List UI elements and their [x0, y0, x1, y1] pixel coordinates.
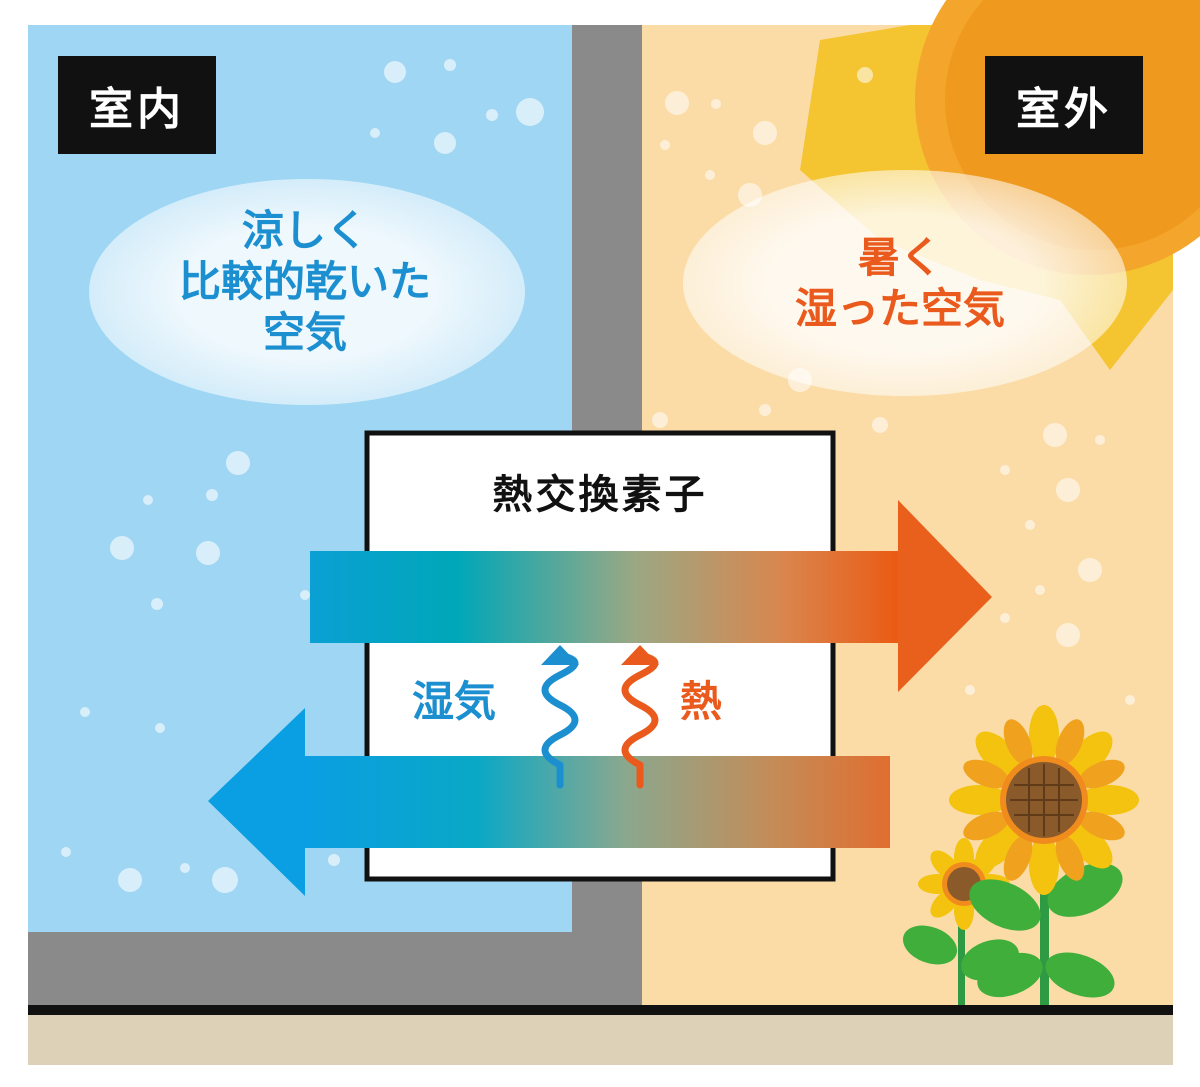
- indoor-air-description: 涼しく 比較的乾いた 空気: [100, 205, 510, 359]
- indoor-cloud: [89, 179, 525, 405]
- humidity-wave-arrow-icon: [541, 645, 579, 789]
- supply-arrow: [208, 708, 890, 896]
- heat-wave-arrow-icon: [621, 645, 659, 789]
- indoor-description-line: 空気: [262, 308, 347, 358]
- outdoor-description-line: 暑く: [857, 233, 942, 282]
- outdoor-label: 室外: [985, 56, 1143, 154]
- exhaust-arrow: [310, 500, 992, 692]
- indoor-description-line: 比較的乾いた: [178, 257, 431, 307]
- outdoor-cloud: [683, 170, 1127, 396]
- outdoor-air-description: 暑く 湿った空気: [690, 232, 1110, 334]
- heat-label: 熱: [680, 677, 723, 726]
- ground: [28, 1015, 1173, 1065]
- indoor-description-line: 涼しく: [241, 206, 368, 255]
- wall-floor: [28, 932, 642, 1010]
- sunflower-icon: [949, 705, 1139, 1005]
- outdoor-description-line: 湿った空気: [794, 284, 1005, 334]
- heat-exchanger-title: 熱交換素子: [492, 472, 708, 518]
- indoor-label: 室内: [58, 56, 216, 154]
- humidity-label: 湿気: [412, 677, 497, 726]
- ground-line: [28, 1005, 1173, 1015]
